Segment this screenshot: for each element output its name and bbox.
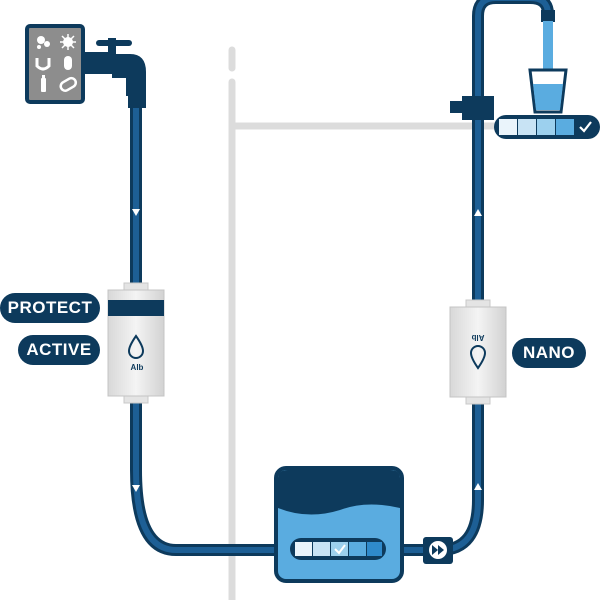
- up-arrow-icon: [474, 209, 482, 490]
- protect-label: PROTECT: [0, 293, 100, 323]
- virus-icon: [60, 34, 76, 50]
- quality-gauge-output: [494, 115, 600, 139]
- pump-unit: [274, 466, 404, 583]
- water-glass: [528, 68, 568, 114]
- checkmark-icon: [579, 121, 592, 133]
- faucet-spout: [541, 10, 555, 85]
- separator-track: [228, 46, 498, 600]
- nano-label: NANO: [512, 338, 586, 368]
- water-pipe: [130, 0, 554, 556]
- pill-icon: [64, 56, 72, 70]
- quality-gauge-bottom: [290, 538, 386, 560]
- capsule-icon: [59, 76, 78, 92]
- contaminant-panel: [25, 24, 85, 104]
- fast-forward-icon: [423, 537, 453, 564]
- faucet-valve: [450, 96, 494, 120]
- active-label: ACTIVE: [18, 335, 100, 365]
- filter-left-brand: Alb: [131, 363, 144, 372]
- source-tap: [80, 38, 146, 108]
- bacteria-icon: [37, 36, 50, 49]
- filter-right-brand: Alb: [471, 333, 484, 342]
- filter-right: [449, 299, 507, 405]
- down-arrow-icon: [132, 209, 140, 492]
- bottle-icon: [41, 75, 46, 92]
- filter-left: [107, 282, 165, 404]
- checkmark-icon: [334, 544, 346, 555]
- magnet-icon: [35, 58, 51, 71]
